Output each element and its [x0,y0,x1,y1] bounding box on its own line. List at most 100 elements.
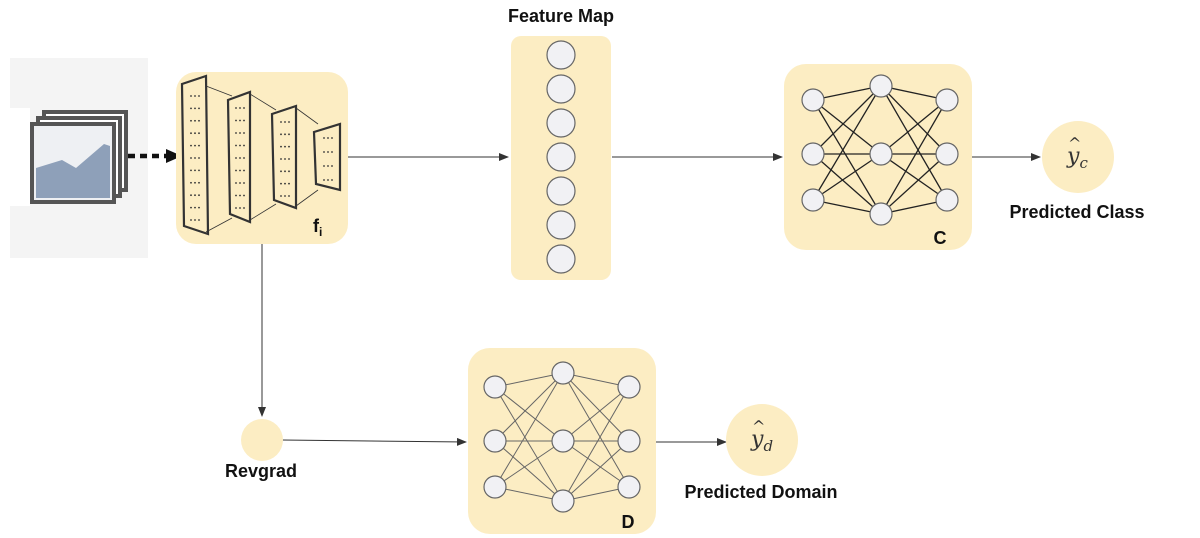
network-edge [562,386,630,502]
network-node [483,429,507,453]
network-edge [562,372,630,442]
neuron-dot [190,219,192,221]
neuron-dot [243,132,245,134]
neuron-dot [235,132,237,134]
neuron-dot [194,157,196,159]
neuron-dot [239,132,241,134]
network-edge [562,372,630,488]
network-node [483,375,507,399]
neuron-dot [327,179,329,181]
revgrad-label: Revgrad [225,461,297,481]
neuron-dot [331,179,333,181]
neuron-dot [198,169,200,172]
revgrad: Revgrad [225,419,297,481]
extractor-label-subscript: i [319,225,322,239]
network-edge [880,85,948,201]
network-edge [494,440,564,488]
predicted-domain-label: Predicted Domain [684,482,837,502]
neuron-dot [198,181,200,184]
neuron-dot [194,219,196,221]
network-node [483,475,507,499]
neuron-dot [284,158,286,160]
neuron-dot [198,157,200,159]
network-edge [812,99,882,215]
neuron-dot [235,207,237,209]
neuron-dot [190,206,192,209]
network-edge [562,386,630,442]
neuron-dot [288,170,290,173]
neuron-dot [323,137,325,139]
neuron-dot [198,132,200,135]
network-edge [880,99,948,155]
neuron-dot [235,107,237,109]
neuron-dot [323,165,325,167]
neuron-dot [243,119,245,122]
neuron-dot [284,121,286,123]
neuron-dot [284,170,286,173]
feature-map-node [546,244,576,274]
neuron-dot [327,151,329,153]
neuron-dot [198,194,200,197]
neuron-dot [190,157,192,159]
predicted-domain-node [726,404,798,476]
neuron-dot [239,107,241,109]
extractor-label: fi [313,216,322,239]
neuron-dot [243,207,245,209]
network-edge [812,153,882,215]
predicted-domain-output: yd ^ Predicted Domain [684,404,838,502]
feature-map-title: Feature Map [508,6,614,26]
neuron-dot [288,195,290,197]
network-edge [494,440,564,502]
neuron-dot [327,137,329,139]
classifier-nodes [801,74,959,226]
network-edge [494,372,564,442]
neuron-dot [194,206,196,209]
neuron-dot [194,194,196,197]
extractor-block [176,72,348,244]
neuron-dot [288,145,290,148]
neuron-dot [239,119,241,122]
neuron-dot [331,151,333,153]
predicted-class-subscript: c [1079,154,1088,172]
neuron-dot [190,169,192,172]
predicted-class-output: yc ^ Predicted Class [1009,121,1145,222]
neuron-dot [198,219,200,221]
neuron-dot [284,182,286,185]
network-edge [812,153,882,201]
neuron-dot [194,132,196,135]
neuron-dot [194,119,196,122]
input-arrowhead [166,149,182,163]
neuron-dot [243,107,245,109]
neuron-dot [284,133,286,136]
neuron-dot [194,144,196,147]
network-edge [562,440,630,502]
neuron-dot [331,137,333,139]
revgrad-to-discriminator-arrow [281,437,467,446]
network-node [801,88,825,112]
network-node [869,74,893,98]
neuron-dot [194,169,196,172]
neuron-dot [239,157,241,159]
network-edge [880,99,948,215]
feature-map: Feature Map [508,6,614,280]
neuron-dot [235,157,237,159]
classifier-edges [812,85,948,215]
feature-map-node [546,108,576,138]
revgrad-node [241,419,283,461]
neuron-dot [239,182,241,184]
predicted-class-hat: ^ [1068,134,1081,153]
network-node [935,142,959,166]
neuron-dot [243,194,245,197]
neuron-dot [194,95,196,97]
image-landscape [36,144,110,198]
input-image-stack [0,58,148,258]
neuron-dot [243,157,245,159]
predicted-domain-hat: ^ [752,417,765,436]
discriminator-label: D [622,512,635,532]
discriminator: D [468,348,656,534]
feature-map-node [546,176,576,206]
extractor-dots [190,95,333,221]
network-node [801,142,825,166]
neuron-dot [190,107,192,110]
